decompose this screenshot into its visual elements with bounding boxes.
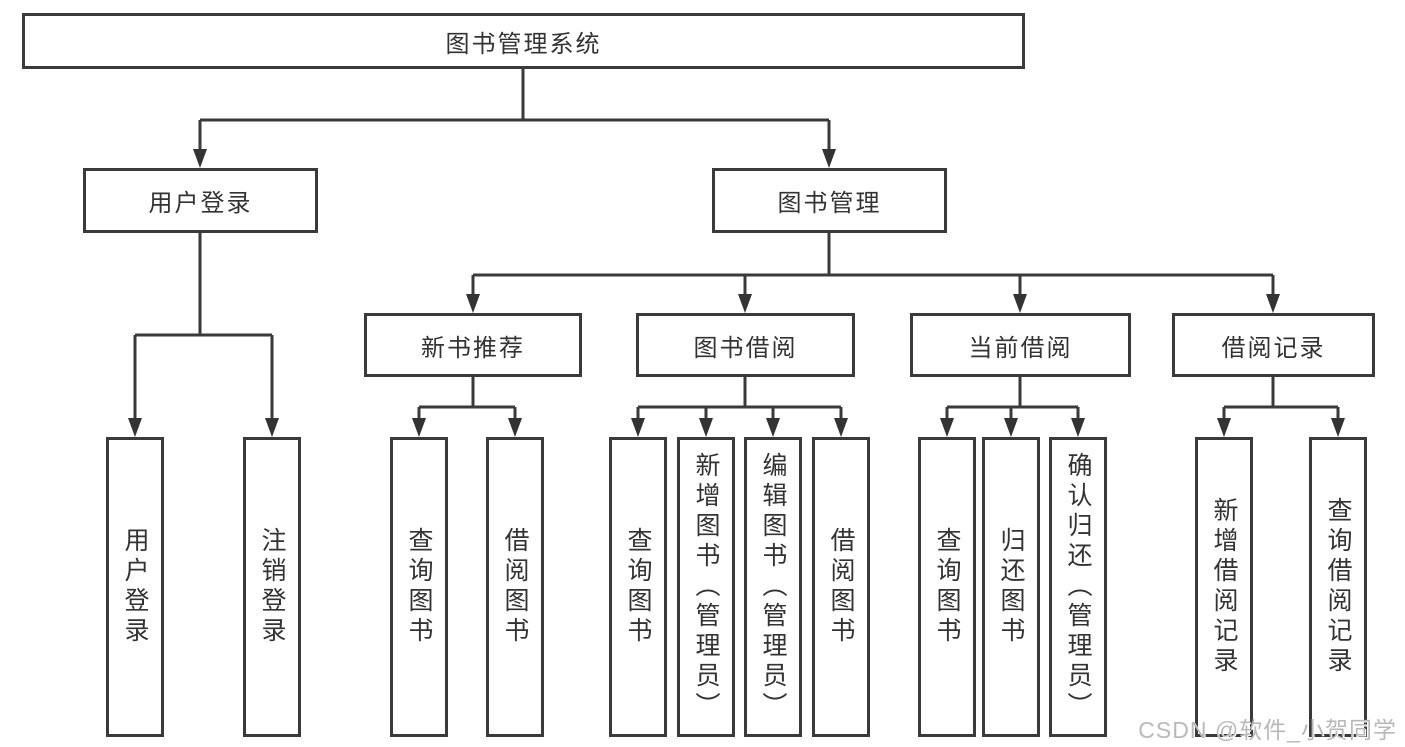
node-new-book-recommend: 新书推荐 bbox=[364, 313, 582, 377]
leaf-query-books-recommend: 查询图书 bbox=[390, 437, 448, 737]
leaf-user-login: 用户登录 bbox=[106, 437, 164, 737]
connector-current-borrow-to-leaves bbox=[940, 377, 1085, 437]
leaf-query-books-borrow: 查询图书 bbox=[609, 437, 667, 737]
connector-user-login-to-leaves bbox=[128, 233, 279, 437]
node-book-management: 图书管理 bbox=[712, 168, 947, 233]
node-book-borrow-label: 图书借阅 bbox=[693, 334, 798, 362]
connector-borrow-records-to-leaves bbox=[1217, 377, 1345, 437]
node-borrow-records: 借阅记录 bbox=[1172, 313, 1375, 377]
node-user-login: 用户登录 bbox=[83, 168, 318, 233]
leaf-add-borrow-record-label: 新增借阅记录 bbox=[1210, 497, 1238, 677]
leaf-add-borrow-record: 新增借阅记录 bbox=[1195, 437, 1253, 737]
node-current-borrow: 当前借阅 bbox=[910, 313, 1131, 377]
node-root-system: 图书管理系统 bbox=[22, 13, 1025, 69]
leaf-return-books-label: 归还图书 bbox=[997, 527, 1025, 647]
leaf-query-books-current: 查询图书 bbox=[918, 437, 976, 737]
leaf-user-login-label: 用户登录 bbox=[121, 527, 149, 647]
leaf-add-books-admin: 新增图书（管理员） bbox=[677, 437, 735, 737]
leaf-borrow-books-recommend-label: 借阅图书 bbox=[501, 527, 529, 647]
leaf-borrow-books-label: 借阅图书 bbox=[827, 527, 855, 647]
connector-book-management-to-level3 bbox=[466, 233, 1280, 313]
leaf-logout: 注销登录 bbox=[243, 437, 301, 737]
leaf-query-borrow-record-label: 查询借阅记录 bbox=[1324, 497, 1352, 677]
leaf-borrow-books-recommend: 借阅图书 bbox=[486, 437, 544, 737]
csdn-watermark: CSDN @软件_小贺同学 bbox=[1138, 717, 1397, 743]
leaf-confirm-return-admin-label: 确认归还（管理员） bbox=[1064, 452, 1092, 722]
connector-new-book-to-leaves bbox=[412, 377, 522, 437]
leaf-add-books-admin-label: 新增图书（管理员） bbox=[692, 452, 720, 722]
leaf-edit-books-admin-label: 编辑图书（管理员） bbox=[759, 452, 787, 722]
leaf-query-books-current-label: 查询图书 bbox=[933, 527, 961, 647]
node-new-book-recommend-label: 新书推荐 bbox=[421, 334, 525, 362]
connector-book-borrow-to-leaves bbox=[631, 377, 848, 437]
leaf-return-books: 归还图书 bbox=[982, 437, 1040, 737]
leaf-confirm-return-admin: 确认归还（管理员） bbox=[1049, 437, 1107, 737]
leaf-borrow-books: 借阅图书 bbox=[812, 437, 870, 737]
leaf-query-borrow-record: 查询借阅记录 bbox=[1309, 437, 1367, 737]
node-borrow-records-label: 借阅记录 bbox=[1221, 334, 1326, 362]
node-current-borrow-label: 当前借阅 bbox=[968, 334, 1073, 362]
leaf-query-books-recommend-label: 查询图书 bbox=[405, 527, 433, 647]
leaf-logout-label: 注销登录 bbox=[258, 527, 286, 647]
node-root-label: 图书管理系统 bbox=[445, 30, 602, 58]
leaf-edit-books-admin: 编辑图书（管理员） bbox=[744, 437, 802, 737]
node-book-management-label: 图书管理 bbox=[777, 190, 882, 217]
node-book-borrow: 图书借阅 bbox=[636, 313, 855, 377]
connector-root-to-level2 bbox=[193, 69, 836, 168]
node-user-login-label: 用户登录 bbox=[148, 190, 253, 217]
leaf-query-books-borrow-label: 查询图书 bbox=[624, 527, 652, 647]
